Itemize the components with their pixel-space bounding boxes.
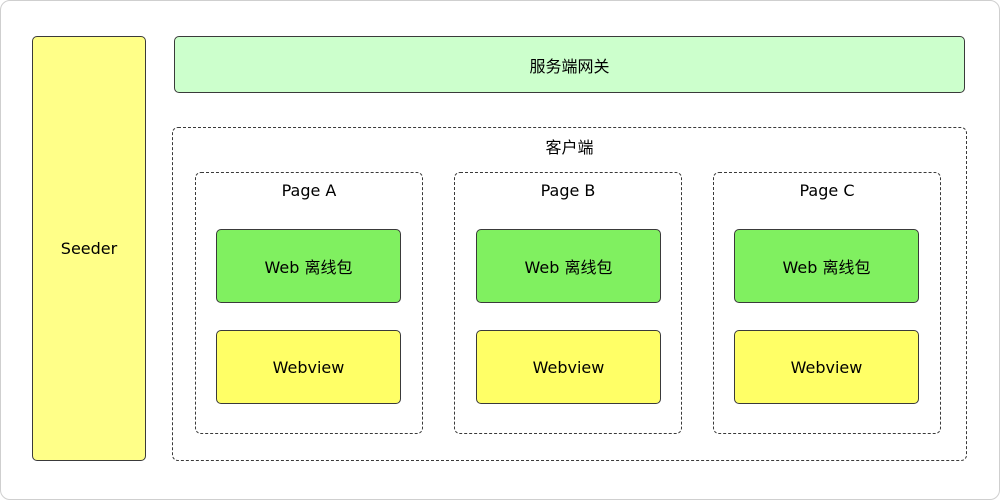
page-b-webview-label: Webview <box>532 357 605 377</box>
page-b-title: Page B <box>540 181 596 200</box>
page-a-container <box>195 172 423 434</box>
seeder-box: Seeder <box>32 36 146 461</box>
page-b-offline-package-label: Web 离线包 <box>524 258 613 277</box>
page-a-offline-package-box: Web 离线包 <box>216 229 401 303</box>
page-c-webview-label: Webview <box>790 357 863 377</box>
server-gateway-label: 服务端网关 <box>529 56 610 76</box>
page-c-container <box>713 172 941 434</box>
seeder-label: Seeder <box>60 239 118 258</box>
client-container <box>172 127 967 461</box>
page-b-offline-package-box: Web 离线包 <box>476 229 661 303</box>
client-title: 客户端 <box>545 138 594 157</box>
page-c-webview-box: Webview <box>734 330 919 404</box>
page-a-webview-box: Webview <box>216 330 401 404</box>
server-gateway-box: 服务端网关 <box>174 36 965 93</box>
page-c-title: Page C <box>799 181 855 200</box>
page-a-title: Page A <box>281 181 337 200</box>
page-c-offline-package-label: Web 离线包 <box>782 258 871 277</box>
page-b-container <box>454 172 682 434</box>
page-a-webview-label: Webview <box>272 357 345 377</box>
page-c-offline-package-box: Web 离线包 <box>734 229 919 303</box>
page-b-webview-box: Webview <box>476 330 661 404</box>
page-a-offline-package-label: Web 离线包 <box>264 258 353 277</box>
